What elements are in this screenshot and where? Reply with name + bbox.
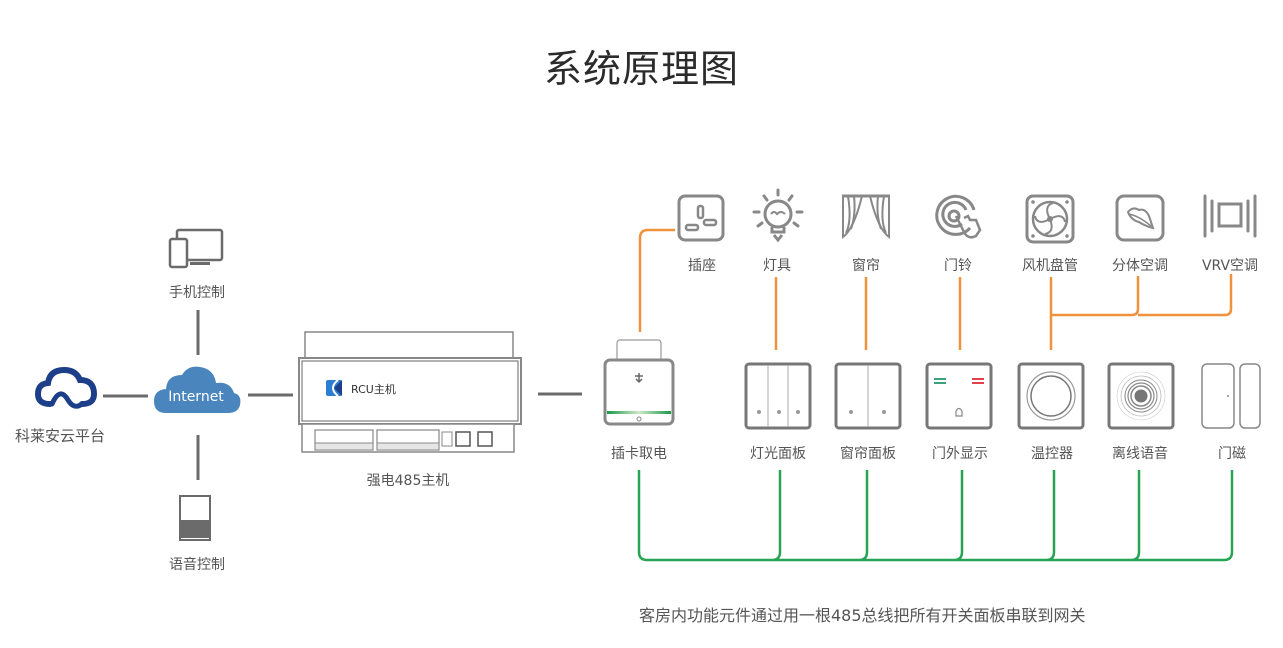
lightbulb-icon [752,188,804,243]
panel-label-voice: 离线语音 [1112,446,1168,462]
vrv-ac-icon [1203,194,1257,238]
panel-label-curtain: 窗帘面板 [840,446,896,462]
curtain-panel-icon[interactable] [834,362,902,430]
line-socket-card [638,228,675,332]
cloud-icon[interactable]: Internet [152,363,242,417]
internet-label: Internet [168,389,224,405]
doorbell-touch-icon [935,194,982,239]
curtain-icon [842,194,890,239]
mobile-control-label: 手机控制 [169,285,225,301]
rcu-panel-text: RCU主机 [351,382,396,396]
host-label: 强电485主机 [366,473,450,489]
load-label-vrv-ac: VRV空调 [1201,258,1259,274]
light-panel-icon[interactable] [744,362,812,430]
voice-control-label: 语音控制 [169,557,225,573]
smart-speaker-icon [179,495,211,541]
load-label-socket: 插座 [688,258,716,274]
panel-label-door-display: 门外显示 [932,446,988,462]
rcu-host-device[interactable]: RCU主机 [298,330,530,454]
load-label-doorbell: 门铃 [944,258,972,274]
load-label-fancoil: 风机盘管 [1022,258,1078,274]
socket-icon [677,194,725,242]
split-ac-icon [1115,194,1165,242]
voice-panel-icon[interactable] [1107,362,1175,430]
panel-label-door-sensor: 门磁 [1218,446,1246,462]
door-sensor-icon[interactable] [1200,362,1262,430]
line-ac-thermostat [1049,274,1233,350]
devices-icon [168,228,224,269]
load-label-split-ac: 分体空调 [1112,258,1168,274]
fan-icon [1025,194,1075,244]
cloud-logo-icon [34,366,98,409]
rs485-bus [637,470,1234,562]
panel-label-light: 灯光面板 [750,446,806,462]
page-title: 系统原理图 [543,47,739,91]
panel-label-thermostat: 温控器 [1031,446,1073,462]
door-display-icon[interactable] [925,362,993,430]
panel-label-card: 插卡取电 [611,446,667,462]
rcu-logo-icon [326,379,342,397]
bus-caption: 客房内功能元件通过用一根485总线把所有开关面板串联到网关 [639,606,1086,625]
load-label-lamp: 灯具 [763,258,791,274]
card-switch-icon[interactable] [603,338,675,426]
cloud-platform-label: 科莱安云平台 [14,427,106,445]
load-label-curtain: 窗帘 [852,258,880,274]
thermostat-icon[interactable] [1017,362,1085,430]
